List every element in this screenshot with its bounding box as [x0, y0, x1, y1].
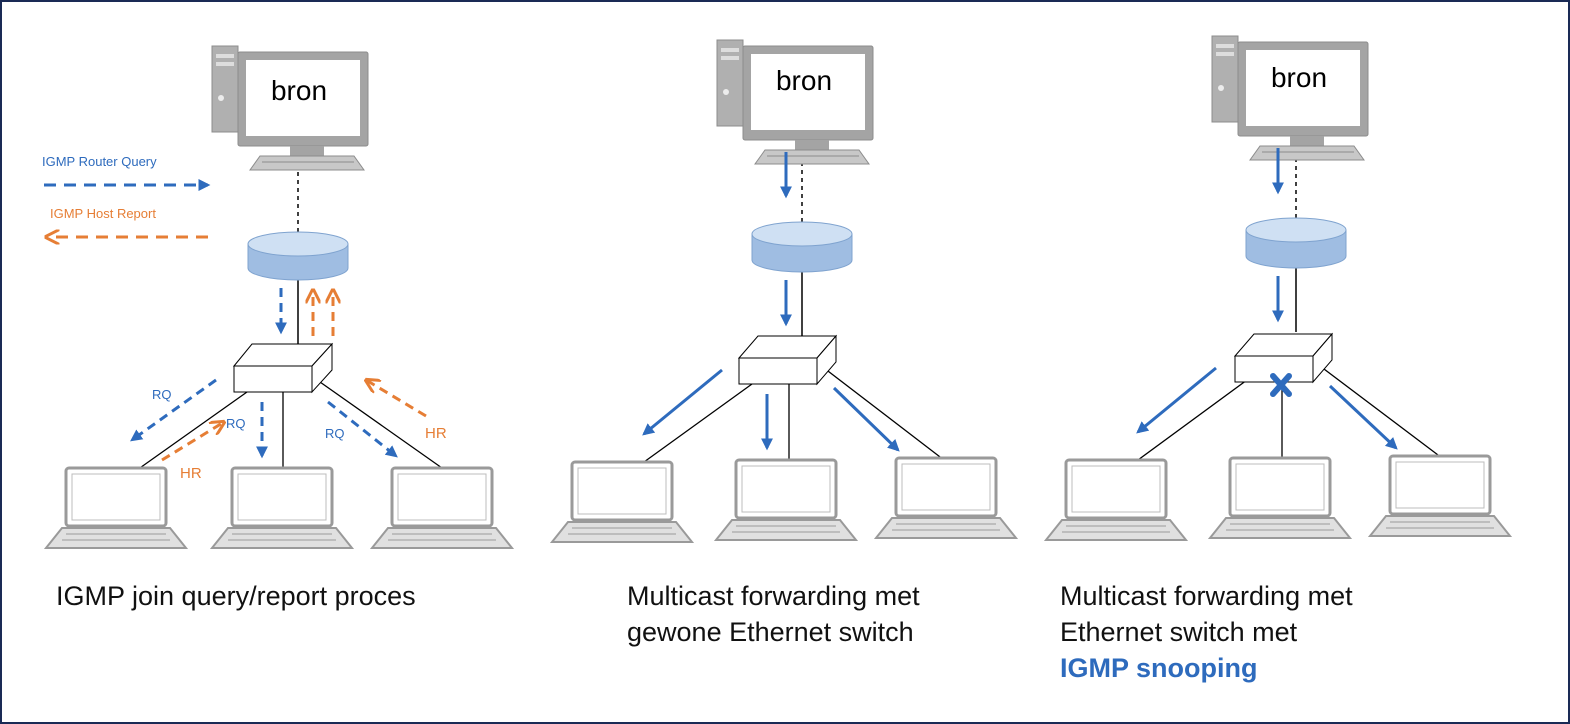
report-arrow-left	[161, 422, 224, 462]
source-label: bron	[1271, 62, 1327, 93]
switch	[1233, 332, 1334, 384]
caption-line: Multicast forwarding met	[627, 581, 920, 611]
x-mark-icon	[1270, 373, 1292, 397]
caption-highlight: IGMP snooping	[1060, 653, 1258, 683]
router	[751, 221, 853, 273]
switch	[232, 342, 334, 394]
link-switch-laptop-left	[136, 391, 248, 471]
legend-report-label: IGMP Host Report	[50, 206, 156, 221]
source-label: bron	[271, 75, 327, 106]
laptop-mid	[1207, 456, 1353, 539]
caption-line: gewone Ethernet switch	[627, 617, 914, 647]
laptop-mid	[209, 466, 355, 549]
query-arrow-left	[130, 378, 217, 442]
caption-line: Multicast forwarding met	[1060, 581, 1353, 611]
laptop-left	[1043, 458, 1189, 541]
switch	[737, 334, 838, 386]
label-hr-right: HR	[425, 425, 447, 442]
legend-query-label: IGMP Router Query	[42, 154, 157, 169]
link-switch-laptop-left	[643, 383, 753, 463]
caption-panel-2: Multicast forwarding met gewone Ethernet…	[627, 578, 920, 650]
caption-line: Ethernet switch met	[1060, 617, 1298, 647]
source-label: bron	[776, 65, 832, 96]
caption-panel-1: IGMP join query/report proces	[56, 578, 416, 614]
laptop-left	[43, 466, 189, 549]
router	[247, 231, 349, 281]
data-arrow-right	[1328, 384, 1398, 450]
panel-igmp-snooping: bron	[1043, 35, 1513, 541]
label-rq-right: RQ	[325, 426, 345, 441]
laptop-left	[549, 460, 695, 543]
caption-line: IGMP join query/report proces	[56, 581, 416, 611]
laptop-mid	[713, 458, 859, 541]
data-arrow-right	[832, 386, 900, 452]
report-arrow-right	[366, 380, 427, 418]
label-hr-left: HR	[180, 465, 202, 482]
link-switch-laptop-left	[1137, 379, 1248, 461]
link-switch-laptop-right	[319, 381, 443, 469]
panel-igmp-process: bron	[42, 45, 515, 549]
panel-plain-switch: bron	[549, 39, 1019, 543]
laptop-right	[369, 466, 515, 549]
laptop-right	[1367, 454, 1513, 537]
source-computer	[1211, 35, 1369, 161]
source-computer	[211, 45, 369, 171]
data-arrow-left	[642, 368, 723, 436]
data-arrow-left	[1136, 366, 1217, 434]
label-rq-mid: RQ	[226, 416, 246, 431]
laptop-right	[873, 456, 1019, 539]
link-switch-laptop-right	[823, 367, 945, 461]
label-rq-left: RQ	[152, 387, 172, 402]
router	[1245, 217, 1347, 269]
link-switch-laptop-right	[1319, 365, 1443, 459]
caption-panel-3: Multicast forwarding met Ethernet switch…	[1060, 578, 1353, 686]
source-computer	[716, 39, 874, 165]
